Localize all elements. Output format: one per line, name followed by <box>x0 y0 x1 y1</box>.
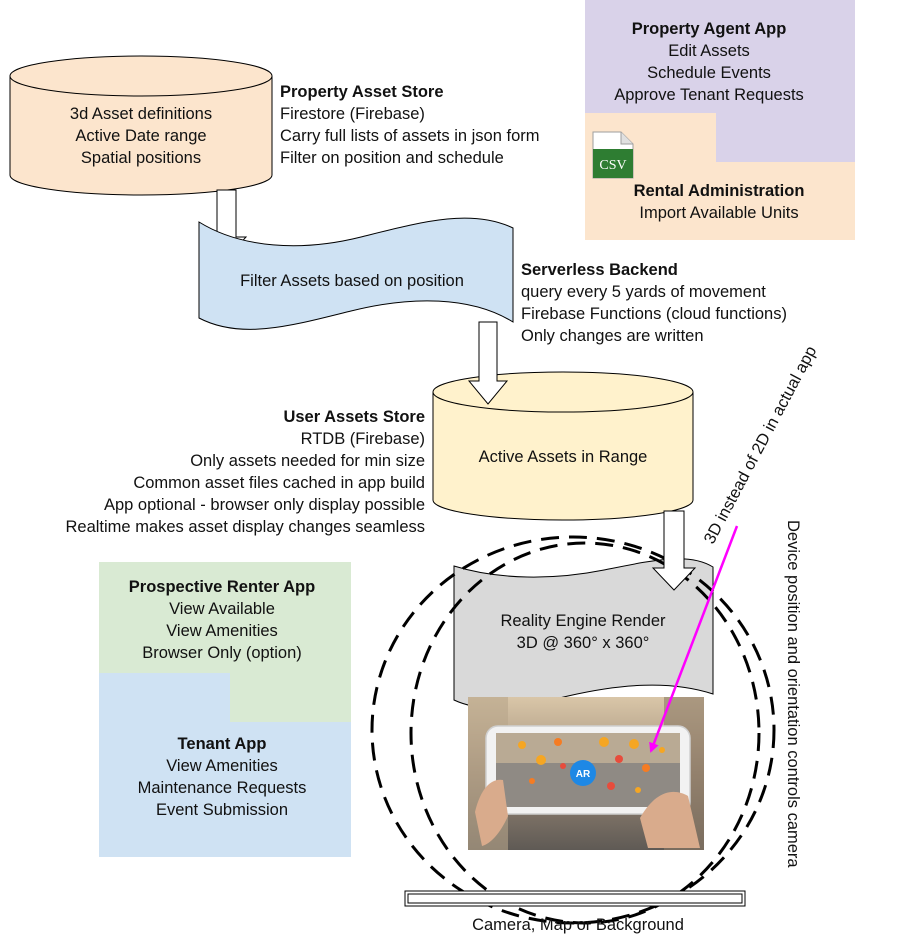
property-asset-store-line: Filter on position and schedule <box>280 149 504 167</box>
user-assets-store-title: User Assets Store <box>283 408 425 426</box>
property-agent-app-line: Schedule Events <box>647 64 771 82</box>
active-assets-cylinder: Active Assets in Range <box>432 371 694 521</box>
csv-file-icon: CSV <box>592 131 634 179</box>
rental-administration-line: Import Available Units <box>639 204 798 222</box>
prospective-renter-app-title: Prospective Renter App <box>129 578 315 596</box>
user-assets-store-line: Only assets needed for min size <box>190 452 425 470</box>
active-assets-label: Active Assets in Range <box>479 448 648 466</box>
ar-phone-photo: AR <box>468 697 704 850</box>
user-assets-store-line: RTDB (Firebase) <box>301 430 425 448</box>
rental-administration-panel: Rental Administration Import Available U… <box>634 182 805 222</box>
property-asset-store-line: Carry full lists of assets in json form <box>280 127 540 145</box>
rental-administration-title: Rental Administration <box>634 182 805 200</box>
user-assets-store-line: Common asset files cached in app build <box>133 474 425 492</box>
serverless-backend-line: query every 5 yards of movement <box>521 283 766 301</box>
serverless-backend-title: Serverless Backend <box>521 261 678 279</box>
property-agent-app-line: Edit Assets <box>668 42 750 60</box>
filter-assets-tape: Filter Assets based on position <box>198 217 514 330</box>
tenant-app-line: Maintenance Requests <box>138 779 307 797</box>
user-assets-store-description: User Assets Store RTDB (Firebase) Only a… <box>66 408 426 536</box>
property-asset-store-cylinder: 3d Asset definitions Active Date range S… <box>9 55 273 196</box>
reality-engine-line: Reality Engine Render <box>500 612 666 630</box>
prospective-renter-app-line: View Available <box>169 600 275 618</box>
device-note: Device position and orientation controls… <box>784 520 802 868</box>
serverless-backend-line: Firebase Functions (cloud functions) <box>521 305 787 323</box>
property-agent-app-line: Approve Tenant Requests <box>614 86 804 104</box>
camera-bar <box>404 890 746 907</box>
serverless-backend-line: Only changes are written <box>521 327 704 345</box>
renter-tenant-panels: Prospective Renter App View Available Vi… <box>99 562 351 857</box>
annotation-arrow <box>649 525 739 753</box>
property-asset-store-title: Property Asset Store <box>280 83 444 101</box>
cylinder-line: Active Date range <box>75 127 206 145</box>
reality-engine-line: 3D @ 360° x 360° <box>517 634 650 652</box>
annotation-3d-label: 3D instead of 2D in actual app <box>701 343 821 547</box>
user-assets-store-line: Realtime makes asset display changes sea… <box>66 518 426 536</box>
camera-bar-label: Camera, Map or Background <box>472 916 684 934</box>
prospective-renter-app-line: Browser Only (option) <box>142 644 302 662</box>
prospective-renter-app-line: View Amenities <box>166 622 278 640</box>
ar-badge: AR <box>576 769 591 780</box>
csv-icon-label: CSV <box>599 158 626 173</box>
tenant-app-line: View Amenities <box>166 757 278 775</box>
cylinder-line: 3d Asset definitions <box>70 105 212 123</box>
reality-engine-tape: Reality Engine Render 3D @ 360° x 360° <box>453 558 714 709</box>
tenant-app-title: Tenant App <box>178 735 267 753</box>
cylinder-line: Spatial positions <box>81 149 201 167</box>
serverless-backend-description: Serverless Backend query every 5 yards o… <box>521 261 787 345</box>
filter-assets-label: Filter Assets based on position <box>240 272 464 290</box>
user-assets-store-line: App optional - browser only display poss… <box>104 496 425 514</box>
dashed-orbit-inner <box>409 541 761 925</box>
property-asset-store-line: Firestore (Firebase) <box>280 105 425 123</box>
arrow-active-to-render <box>651 510 697 591</box>
arrow-filter-to-active <box>467 321 509 405</box>
property-agent-app-panel: Property Agent App Edit Assets Schedule … <box>585 0 855 240</box>
property-asset-store-description: Property Asset Store Firestore (Firebase… <box>280 83 540 167</box>
property-agent-app-title: Property Agent App <box>632 20 787 38</box>
tenant-app-line: Event Submission <box>156 801 288 819</box>
